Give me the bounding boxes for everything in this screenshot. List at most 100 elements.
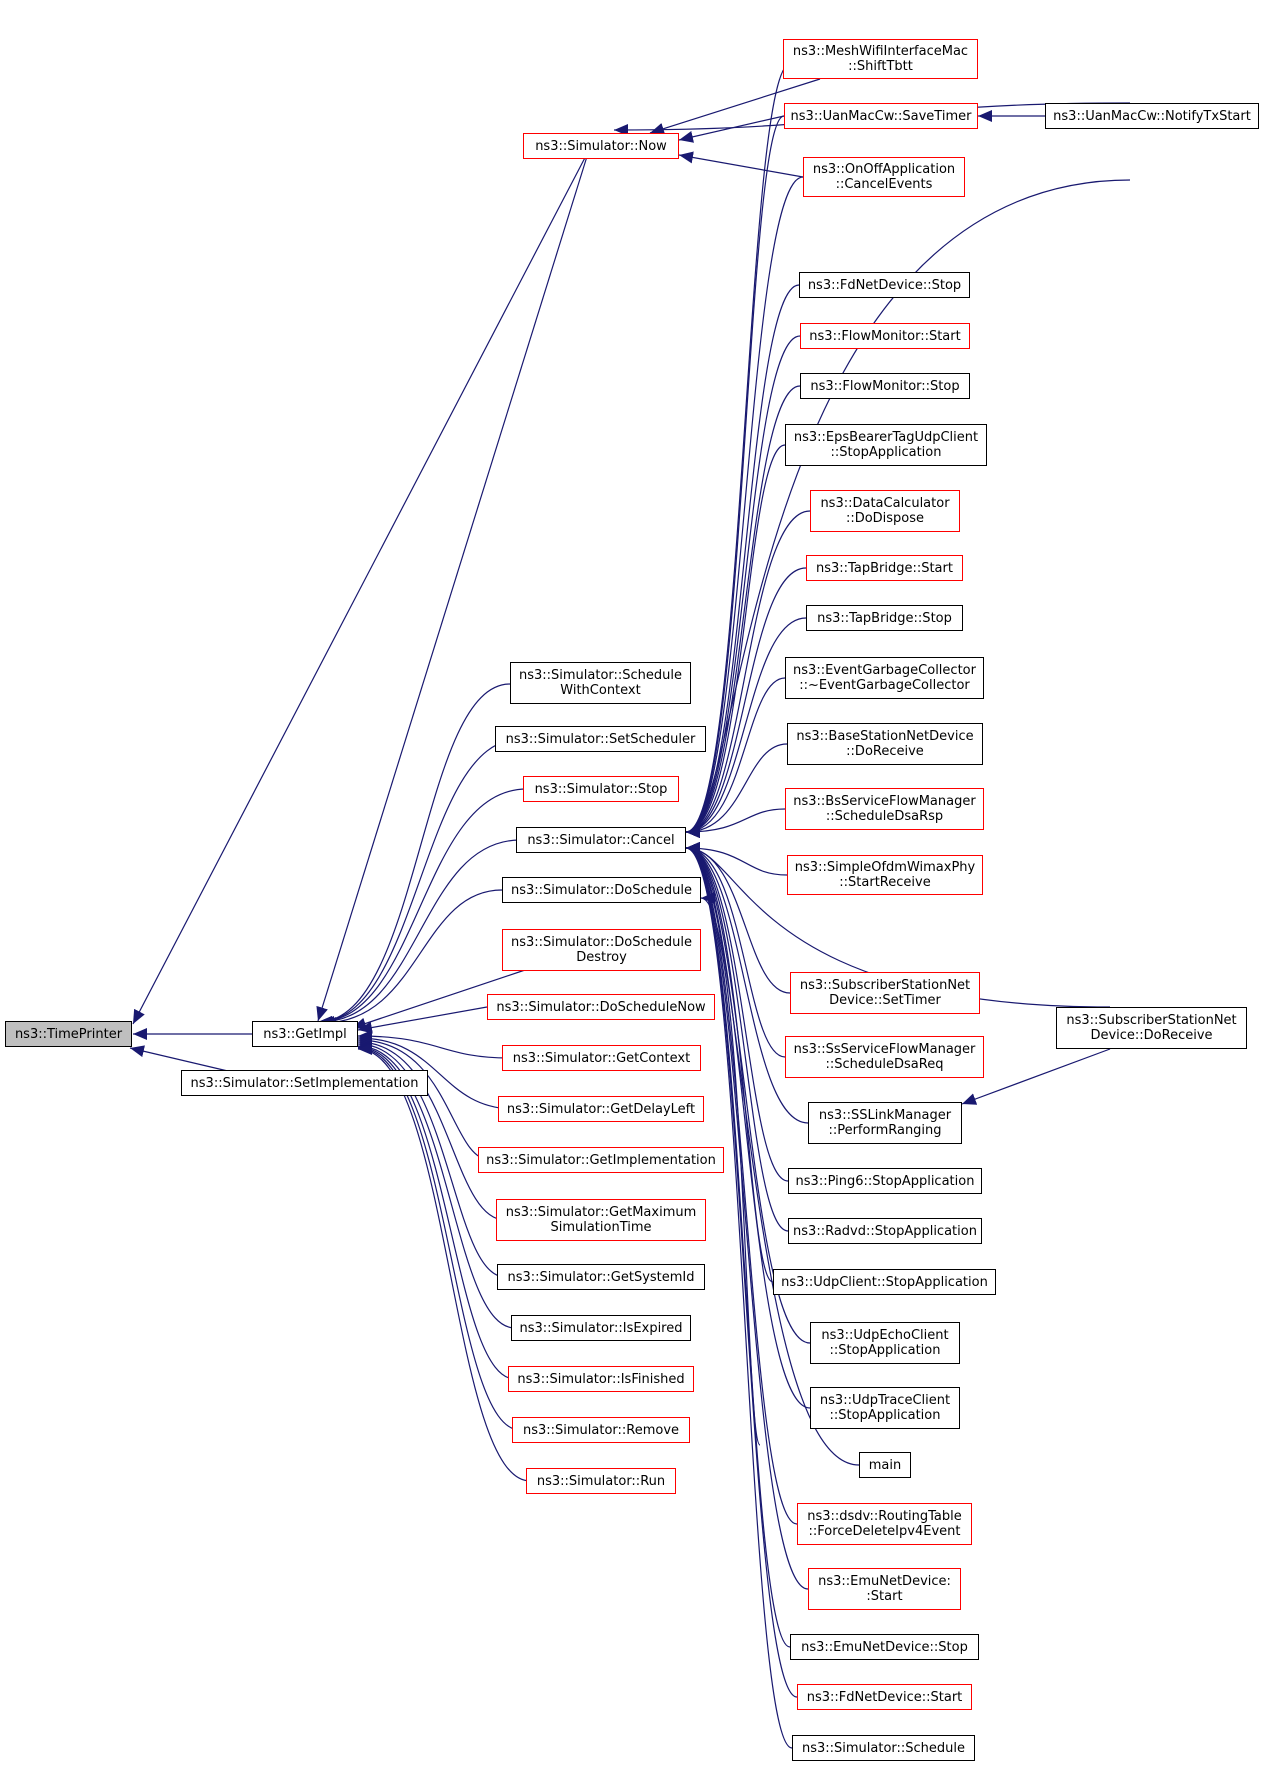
node-set-scheduler[interactable]: ns3::Simulator::SetScheduler	[495, 726, 706, 752]
node-get-implementation[interactable]: ns3::Simulator::GetImplementation	[478, 1147, 724, 1173]
edge-ranging-to-cancel	[685, 842, 809, 1124]
edge-tap-stop-to-cancel	[685, 617, 807, 838]
node-onoff-cancel-events[interactable]: ns3::OnOffApplication::CancelEvents	[803, 157, 965, 197]
edge-radvd-to-cancel	[685, 842, 789, 1232]
node-get-impl[interactable]: ns3::GetImpl	[252, 1021, 358, 1047]
edge-udp-client-to-cancel	[685, 842, 774, 1283]
edge-main-to-cancel	[685, 842, 860, 1466]
node-uan-save-timer[interactable]: ns3::UanMacCw::SaveTimer	[784, 103, 978, 129]
edge-do-schedule-to-get-impl	[321, 889, 503, 1029]
node-do-schedule-now[interactable]: ns3::Simulator::DoScheduleNow	[487, 994, 715, 1020]
node-get-context[interactable]: ns3::Simulator::GetContext	[502, 1045, 701, 1071]
edge-tap-start-to-cancel	[685, 567, 807, 838]
edge-fd-start-to-cancel	[685, 842, 798, 1698]
node-mesh-shift-tbtt[interactable]: ns3::MeshWifiInterfaceMac::ShiftTbtt	[783, 39, 978, 79]
edge-flow-start-to-cancel	[685, 335, 801, 838]
node-emu-net-device-start[interactable]: ns3::EmuNetDevice::Start	[808, 1568, 961, 1610]
edge-bs-receive-to-cancel	[685, 743, 788, 838]
edge-get-system-id-to-get-impl	[357, 1038, 506, 1278]
edge-now-to-get-impl	[316, 149, 590, 1022]
node-bs-service-flow-schedule-dsa-rsp[interactable]: ns3::BsServiceFlowManager::ScheduleDsaRs…	[785, 788, 984, 830]
edge-data-calc-to-cancel	[685, 510, 811, 838]
node-main[interactable]: main	[859, 1452, 911, 1478]
node-radvd-stop-application[interactable]: ns3::Radvd::StopApplication	[788, 1218, 982, 1244]
node-do-schedule[interactable]: ns3::Simulator::DoSchedule	[502, 877, 701, 903]
edge-emu-stop-to-cancel	[685, 842, 791, 1648]
edge-save-timer-to-now	[678, 115, 785, 143]
edge-schedule-with-context-to-get-impl	[317, 683, 511, 1028]
node-ping6-stop-application[interactable]: ns3::Ping6::StopApplication	[788, 1168, 982, 1194]
node-flow-monitor-start[interactable]: ns3::FlowMonitor::Start	[800, 323, 970, 349]
edge-get-max-time-to-get-impl	[357, 1036, 506, 1221]
edge-remove-to-get-impl	[357, 1042, 521, 1431]
node-base-station-do-receive[interactable]: ns3::BaseStationNetDevice::DoReceive	[787, 723, 983, 765]
node-udp-echo-client-stop-application[interactable]: ns3::UdpEchoClient::StopApplication	[810, 1322, 960, 1364]
edge-is-expired-to-get-impl	[357, 1040, 516, 1329]
edge-emu-start-to-cancel	[685, 842, 809, 1590]
node-uan-notify-tx-start[interactable]: ns3::UanMacCw::NotifyTxStart	[1045, 103, 1259, 129]
edge-egc-to-cancel	[685, 677, 786, 838]
node-fd-net-device-start[interactable]: ns3::FdNetDevice::Start	[797, 1684, 972, 1710]
edge-eps-to-cancel	[685, 444, 786, 838]
edge-do-schedule-now-to-get-impl	[357, 1006, 488, 1034]
edge-dsdv-to-cancel	[685, 842, 798, 1525]
node-get-delay-left[interactable]: ns3::Simulator::GetDelayLeft	[498, 1096, 704, 1122]
node-udp-client-stop-application[interactable]: ns3::UdpClient::StopApplication	[773, 1269, 996, 1295]
node-fd-net-device-stop[interactable]: ns3::FdNetDevice::Stop	[799, 272, 970, 298]
edge-cancel-to-get-impl	[319, 839, 521, 1028]
edge-do-schedule-destroy-to-get-impl	[351, 969, 526, 1030]
node-eps-bearer-stop-application[interactable]: ns3::EpsBearerTagUdpClient::StopApplicat…	[785, 424, 987, 466]
edge-is-finished-to-get-impl	[357, 1041, 516, 1380]
node-tap-bridge-stop[interactable]: ns3::TapBridge::Stop	[806, 605, 963, 631]
edge-get-implementation-to-get-impl	[357, 1034, 491, 1161]
edge-fd-stop-to-cancel	[685, 284, 800, 838]
edge-mesh-shift-tbtt-to-now	[649, 78, 821, 135]
node-is-finished[interactable]: ns3::Simulator::IsFinished	[508, 1366, 694, 1392]
edge-flow-stop-to-cancel	[685, 385, 801, 838]
edge-ping6-to-cancel	[685, 842, 789, 1182]
node-set-implementation[interactable]: ns3::Simulator::SetImplementation	[181, 1070, 428, 1096]
node-simulator-schedule[interactable]: ns3::Simulator::Schedule	[792, 1735, 975, 1761]
node-time-printer[interactable]: ns3::TimePrinter	[5, 1021, 132, 1047]
edge-onoff-to-cancel	[685, 176, 804, 838]
edge-ss-dsa-req-to-cancel	[685, 842, 786, 1058]
edge-get-delay-left-to-get-impl	[357, 1032, 516, 1110]
edge-ofdm-to-cancel	[685, 842, 788, 876]
node-simulator-stop[interactable]: ns3::Simulator::Stop	[523, 776, 679, 802]
node-sslink-perform-ranging[interactable]: ns3::SSLinkManager::PerformRanging	[808, 1102, 962, 1144]
node-flow-monitor-stop[interactable]: ns3::FlowMonitor::Stop	[800, 373, 970, 399]
edge-ss-timer-to-cancel	[685, 842, 791, 994]
node-simple-ofdm-start-receive[interactable]: ns3::SimpleOfdmWimaxPhy::StartReceive	[787, 855, 983, 895]
edge-set-implementation-to-time-printer	[129, 1045, 233, 1073]
edge-set-scheduler-to-get-impl	[317, 738, 521, 1028]
node-emu-net-device-stop[interactable]: ns3::EmuNetDevice::Stop	[790, 1634, 979, 1660]
edge-schedule-to-cancel	[685, 842, 793, 1749]
edge-stop-to-get-impl	[317, 788, 528, 1028]
node-remove[interactable]: ns3::Simulator::Remove	[512, 1417, 690, 1443]
node-dsdv-force-delete-ipv4-event[interactable]: ns3::dsdv::RoutingTable::ForceDeleteIpv4…	[797, 1503, 972, 1545]
node-get-system-id[interactable]: ns3::Simulator::GetSystemId	[497, 1264, 705, 1290]
edge-save-timer-to-cancel	[685, 115, 785, 838]
node-simulator-now[interactable]: ns3::Simulator::Now	[523, 133, 679, 159]
edge-udp-trace-to-cancel	[685, 842, 811, 1409]
edge-get-context-to-get-impl	[357, 1030, 511, 1059]
edge-onoff-cancel-events-to-now	[678, 151, 804, 178]
edge-udp-echo-to-cancel	[685, 842, 811, 1344]
node-simulator-cancel[interactable]: ns3::Simulator::Cancel	[516, 827, 686, 853]
node-event-garbage-collector-dtor[interactable]: ns3::EventGarbageCollector::~EventGarbag…	[785, 657, 984, 699]
edge-mesh-shift-tbtt-to-cancel	[685, 63, 791, 838]
edge-ss-do-receive-to-ranging	[961, 1048, 1111, 1105]
node-is-expired[interactable]: ns3::Simulator::IsExpired	[511, 1315, 691, 1341]
node-ss-service-flow-schedule-dsa-req[interactable]: ns3::SsServiceFlowManager::ScheduleDsaRe…	[785, 1036, 984, 1078]
node-data-calculator-dispose[interactable]: ns3::DataCalculator::DoDispose	[810, 490, 960, 532]
node-udp-trace-client-stop-application[interactable]: ns3::UdpTraceClient::StopApplication	[810, 1387, 960, 1429]
node-run[interactable]: ns3::Simulator::Run	[526, 1468, 676, 1494]
node-tap-bridge-start[interactable]: ns3::TapBridge::Start	[806, 555, 963, 581]
